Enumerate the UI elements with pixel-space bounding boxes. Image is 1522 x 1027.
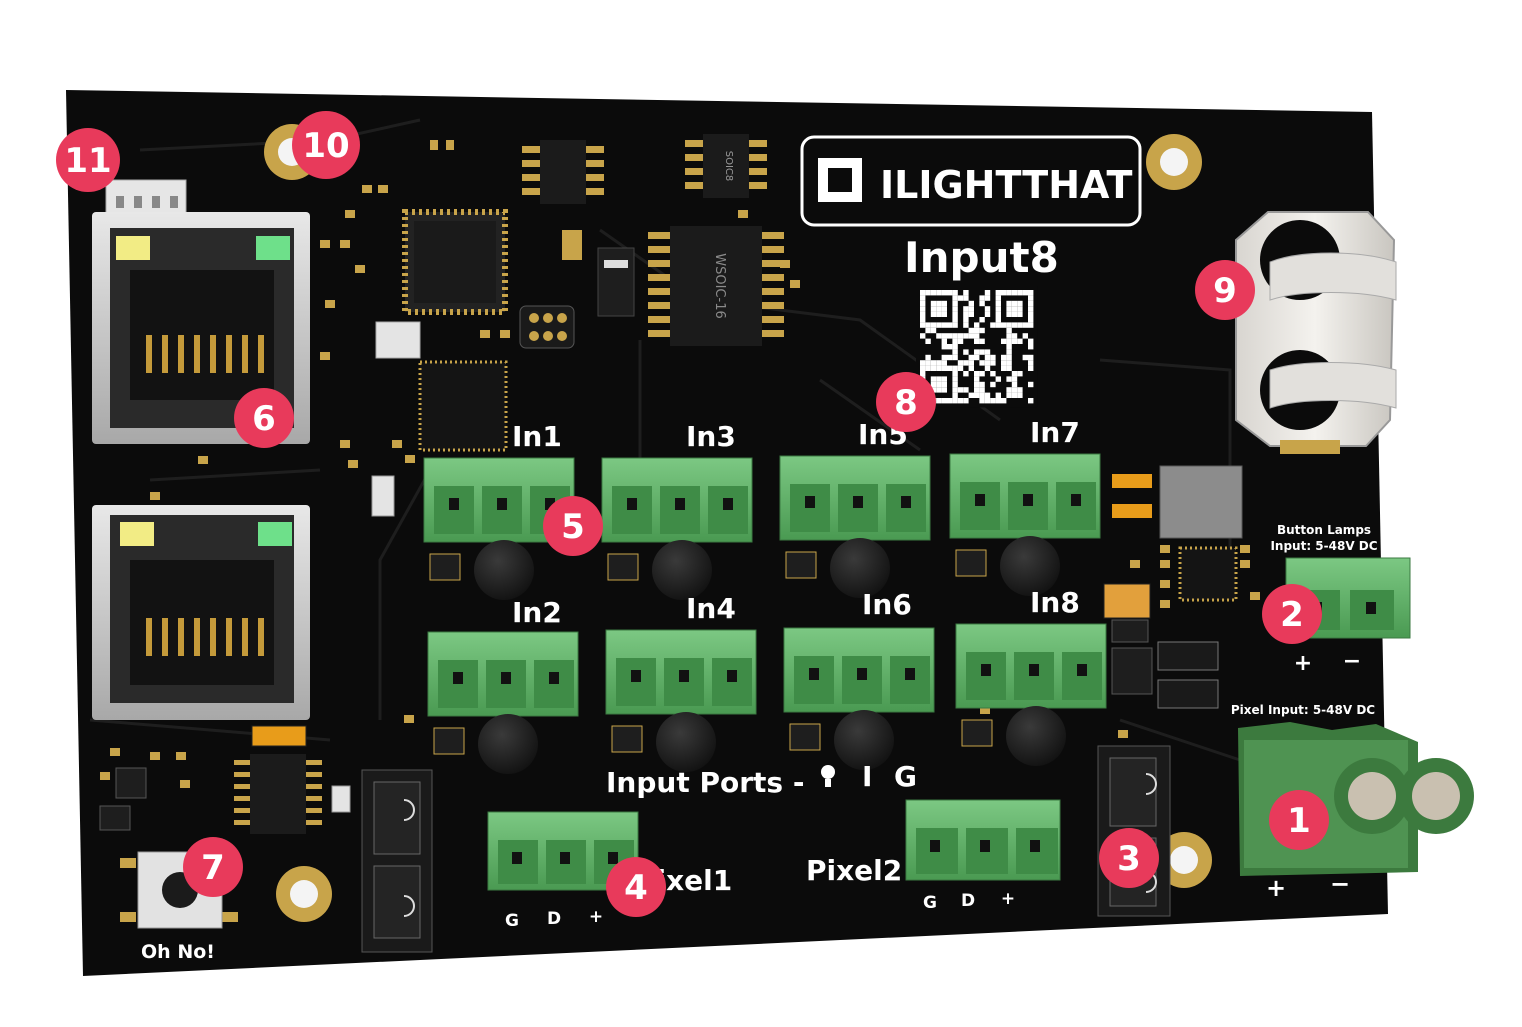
input-label-in1: In1 [512, 420, 562, 453]
input-terminal-block-4 [605, 629, 757, 772]
button-lamps-label: Button Lamps [1277, 523, 1371, 537]
diode-top [597, 247, 635, 317]
callout-10: 10 [292, 111, 360, 179]
sensor-module [375, 321, 421, 359]
svg-text:10: 10 [302, 126, 349, 166]
power-minus-label: − [1330, 870, 1350, 898]
power-plus-label: + [1266, 874, 1286, 902]
brand-name: ILIGHTTHAT [880, 163, 1132, 207]
coin-cell-holder [1235, 211, 1397, 454]
pixel-power-terminal [1238, 722, 1474, 876]
callout-6: 6 [234, 388, 294, 448]
part-e [1111, 647, 1153, 695]
pixel2-terminal [905, 799, 1061, 881]
svg-text:3: 3 [1117, 839, 1141, 879]
wsoic16-label: WSOIC-16 [712, 253, 727, 318]
jumper-left [361, 769, 433, 953]
cap-b [1112, 504, 1152, 518]
callout-3: 3 [1099, 828, 1159, 888]
white-part [371, 475, 395, 517]
input-terminal-block-8 [955, 623, 1107, 766]
callout-8: 8 [876, 372, 936, 432]
pixel2-pin-d: D [961, 891, 975, 911]
input-terminal-block-5 [779, 455, 931, 598]
svg-text:5: 5 [561, 507, 585, 547]
svg-text:7: 7 [201, 848, 225, 888]
lamps-plus-label: + [1294, 651, 1312, 676]
input-terminal-block-2 [427, 631, 579, 774]
svg-text:2: 2 [1280, 595, 1304, 635]
svg-text:6: 6 [252, 399, 276, 439]
pixel2-pin-g: G [923, 893, 937, 913]
inductor [1159, 465, 1243, 539]
input-terminal-block-6 [783, 627, 935, 770]
pixel1-pin-g: G [505, 911, 519, 931]
input-label-in8: In8 [1030, 586, 1080, 619]
input-ports-caption: Input Ports - [606, 766, 804, 799]
brand-logo: ILIGHTTHAT [800, 135, 1142, 227]
svg-text:9: 9 [1213, 271, 1237, 311]
smd-components [100, 140, 1260, 788]
diode-band [604, 260, 628, 268]
svg-text:4: 4 [624, 868, 648, 908]
bulb-icon [821, 765, 835, 787]
cap-orange [251, 725, 307, 747]
pixel2-label: Pixel2 [806, 854, 902, 887]
diode-g [1157, 679, 1219, 709]
callout-11: 11 [56, 128, 120, 192]
model-name: Input8 [904, 233, 1059, 282]
callout-5: 5 [543, 496, 603, 556]
led-part [331, 785, 351, 813]
wsoic16-chip: WSOIC-16 [648, 226, 784, 346]
input-label-in4: In4 [686, 592, 736, 625]
svg-text:8: 8 [894, 383, 918, 423]
cap-a [1112, 474, 1152, 488]
input-label-in3: In3 [686, 420, 736, 453]
pixel1-pin-d: D [547, 909, 561, 929]
lamps-minus-label: − [1343, 649, 1361, 674]
small-part [99, 805, 131, 831]
button-lamps-voltage: Input: 5-48V DC [1270, 539, 1377, 553]
callout-9: 9 [1195, 260, 1255, 320]
qr-code-icon [916, 286, 1038, 408]
rj45-jack-top [92, 212, 310, 444]
pixel-input-label: Pixel Input: 5-48V DC [1231, 703, 1375, 717]
soic8-label: SOIC8 [723, 151, 734, 182]
pin-header [519, 305, 575, 349]
svg-text:1: 1 [1287, 801, 1311, 841]
soic8-chip-a [522, 140, 604, 204]
regulator-chip [1178, 546, 1238, 602]
input-label-in2: In2 [512, 596, 562, 629]
callout-1: 1 [1269, 790, 1329, 850]
callout-2: 2 [1262, 584, 1322, 644]
input-ports-i: I [862, 760, 872, 793]
rj45-jack-bottom [92, 505, 310, 720]
input-terminal-block-7 [949, 453, 1101, 596]
jst-connector [105, 179, 187, 219]
small-ic [115, 767, 147, 799]
input-ports-g: G [894, 760, 917, 793]
ethernet-chip [418, 360, 508, 452]
tssop-chip [234, 754, 322, 834]
pixel1-pin-plus: + [589, 907, 603, 927]
diode-f [1157, 641, 1219, 671]
part-d [1111, 619, 1149, 643]
callout-4: 4 [606, 857, 666, 917]
svg-text:11: 11 [64, 141, 111, 181]
input-label-in6: In6 [862, 588, 912, 621]
input-terminal-block-3 [601, 457, 753, 600]
pixel2-pin-plus: + [1001, 889, 1015, 909]
input-label-in7: In7 [1030, 416, 1080, 449]
reset-label: Oh No! [141, 941, 215, 963]
input-terminals [423, 453, 1107, 774]
callout-7: 7 [183, 837, 243, 897]
soic8-chip-b: SOIC8 [685, 134, 767, 198]
cap-c [1103, 583, 1151, 619]
mcu-chip [402, 209, 508, 315]
